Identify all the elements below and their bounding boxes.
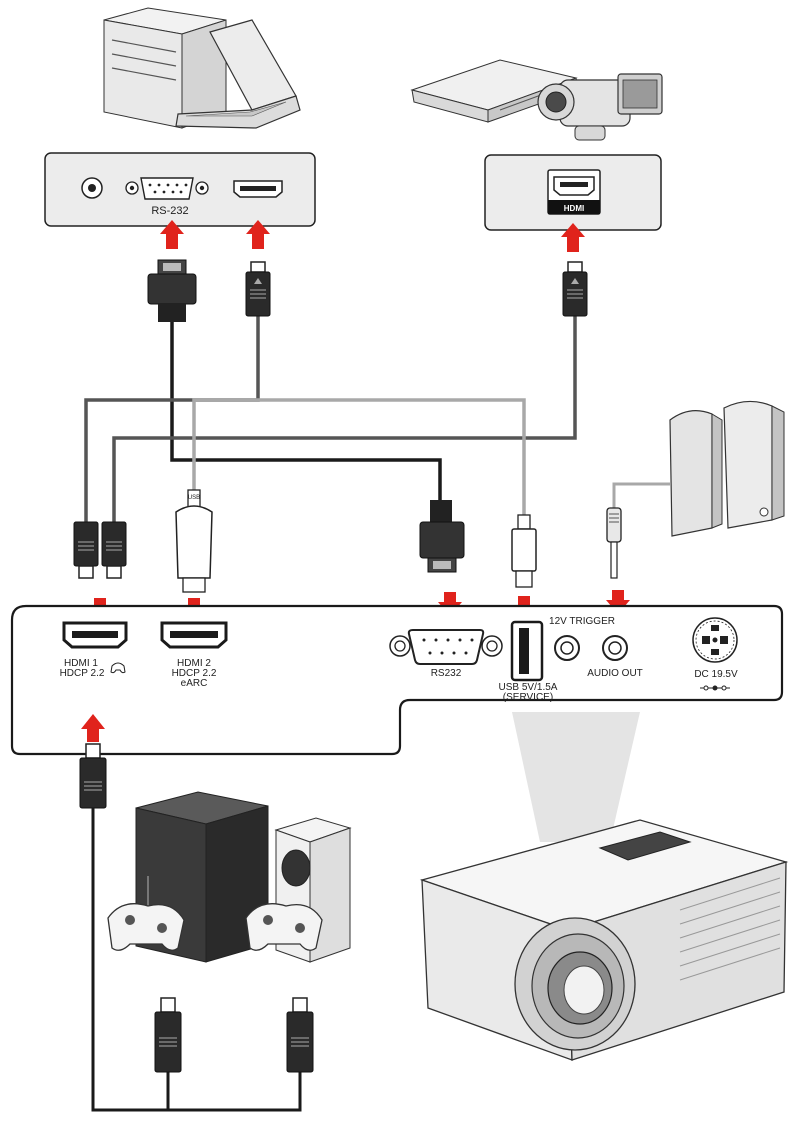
hdmi2-label-1: HDMI 2 xyxy=(177,658,211,669)
usb-dongle-label: USB xyxy=(187,495,201,501)
hdmi-connector-icon xyxy=(562,261,588,317)
trigger-label: 12V TRIGGER xyxy=(549,616,615,627)
dc-label: DC 19.5V xyxy=(694,669,738,680)
hdmi2-label-2: HDCP 2.2 xyxy=(171,668,217,679)
hdmi-connector-icon xyxy=(154,997,182,1073)
source-panel-pc xyxy=(44,152,316,227)
source-panel-av xyxy=(484,154,662,231)
hdmi-cable-consoles xyxy=(91,808,302,1112)
pc-tower-icon xyxy=(103,7,227,129)
hdmi-connector-icon xyxy=(286,997,314,1073)
usb-dongle-icon xyxy=(175,489,213,593)
dc-jack-icon xyxy=(692,617,738,691)
hdmi-connector-icon xyxy=(73,521,99,579)
audio-plug-icon xyxy=(606,507,622,579)
hdmi-connector-icon xyxy=(245,261,271,317)
hdmi-cable-av xyxy=(112,316,577,522)
audio-cable xyxy=(612,482,670,508)
vga-connector-icon xyxy=(147,259,197,322)
projector-icon xyxy=(419,819,789,1061)
hdmi-port-icon xyxy=(547,169,601,215)
hdmi1-port-icon xyxy=(62,621,128,649)
rs232-port-icon xyxy=(125,177,209,200)
usb-label-2: (SERVICE) xyxy=(502,692,554,703)
arrow-up-hdmi1-bottom xyxy=(81,714,105,742)
audio-out-label: AUDIO OUT xyxy=(587,668,643,679)
pc-rs232-label: RS-232 xyxy=(151,205,189,217)
hdmi1-label-2: HDCP 2.2 xyxy=(59,668,105,679)
hdmi2-label-3: eARC xyxy=(180,678,208,689)
speakers-icon xyxy=(669,400,785,537)
laptop-icon xyxy=(175,19,301,129)
arrow-up-hdmi-av xyxy=(561,223,585,252)
usb-connector-icon xyxy=(511,514,537,588)
arrow-up-rs232 xyxy=(160,220,184,249)
rs232-port-icon xyxy=(389,629,503,665)
vga-connector-icon xyxy=(419,500,465,573)
trigger-jack-icon xyxy=(554,635,580,661)
hdmi-port-icon xyxy=(233,180,283,198)
game-controller-icon xyxy=(110,662,126,674)
camcorder-icon xyxy=(537,73,663,141)
audio-out-jack-icon xyxy=(602,635,628,661)
projector-beam xyxy=(512,712,640,842)
hdmi-cable-pc xyxy=(84,316,260,522)
hdmi2-port-icon xyxy=(160,621,228,649)
game-controller-icon xyxy=(245,903,323,951)
game-controller-icon xyxy=(107,903,185,951)
usb-label-1: USB 5V/1.5A xyxy=(498,682,558,693)
hdmi-connector-icon xyxy=(101,521,127,579)
usb-cable xyxy=(192,398,526,515)
hdmi1-label-1: HDMI 1 xyxy=(64,658,98,669)
av-hdmi-label: HDMI xyxy=(563,204,585,213)
rs232-cable xyxy=(170,322,442,500)
rs232-label: RS232 xyxy=(430,668,462,679)
arrow-up-hdmi-pc xyxy=(246,220,270,249)
usb-port-icon xyxy=(510,620,544,682)
audio-jack-icon xyxy=(81,177,103,199)
